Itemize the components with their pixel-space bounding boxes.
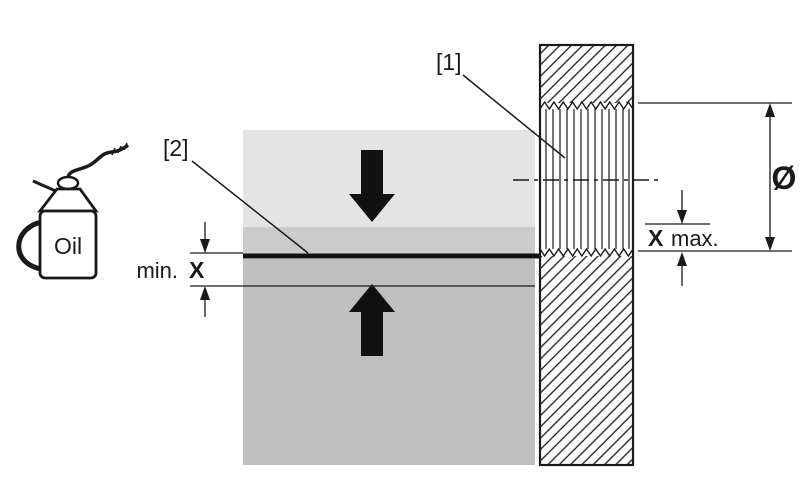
x-min-symbol: X bbox=[189, 257, 205, 283]
ref1-label: [1] bbox=[436, 49, 462, 75]
xmax-arrowhead-down bbox=[677, 210, 687, 224]
min-label: min. bbox=[136, 258, 178, 283]
x-min-dimension: min. X bbox=[136, 222, 535, 317]
oil-can-shoulder bbox=[37, 187, 99, 213]
ref2-leader-line bbox=[191, 160, 309, 254]
dim-arrowhead-down bbox=[765, 237, 775, 251]
xmax-arrowhead-up bbox=[677, 252, 687, 266]
thread-zigzag-top bbox=[539, 100, 634, 111]
diameter-symbol: Ø bbox=[772, 160, 797, 196]
oil-can-body bbox=[38, 209, 98, 280]
oil-can-lever bbox=[32, 179, 59, 194]
xmin-arrowhead-up bbox=[200, 286, 210, 300]
oil-can-spout bbox=[66, 143, 130, 182]
oil-can-icon: Oil bbox=[16, 142, 130, 280]
oil-can-handle bbox=[16, 219, 43, 272]
block-mid-layer bbox=[243, 227, 535, 254]
dim-arrowhead-up bbox=[765, 103, 775, 117]
xmin-arrowhead-down bbox=[200, 239, 210, 253]
oil-can-spout-ridges bbox=[111, 142, 128, 156]
ref2-label: [2] bbox=[163, 135, 189, 161]
thread-zigzag-bottom bbox=[539, 247, 634, 258]
arrow-down-icon bbox=[349, 150, 395, 222]
x-max-symbol: X bbox=[648, 225, 664, 251]
reference-labels: [1] [2] bbox=[163, 49, 566, 254]
oil-can-label: Oil bbox=[54, 233, 82, 259]
x-max-label: max. bbox=[671, 226, 719, 251]
arrow-up-icon bbox=[349, 284, 395, 356]
diameter-dimension: Ø bbox=[638, 102, 797, 252]
rod-hatch-top bbox=[541, 46, 632, 103]
force-arrows bbox=[349, 150, 395, 356]
oil-can-cap bbox=[56, 175, 80, 191]
block-top-layer bbox=[243, 130, 535, 227]
rod-hatch-bottom bbox=[541, 256, 632, 464]
threaded-rod bbox=[513, 43, 660, 467]
workpiece-block bbox=[243, 130, 540, 465]
block-bottom-layer bbox=[243, 259, 535, 465]
ref1-leader-line bbox=[462, 74, 566, 159]
x-max-dimension: X max. bbox=[645, 190, 719, 286]
thread-lines bbox=[545, 109, 630, 249]
rod-outline bbox=[538, 43, 635, 467]
